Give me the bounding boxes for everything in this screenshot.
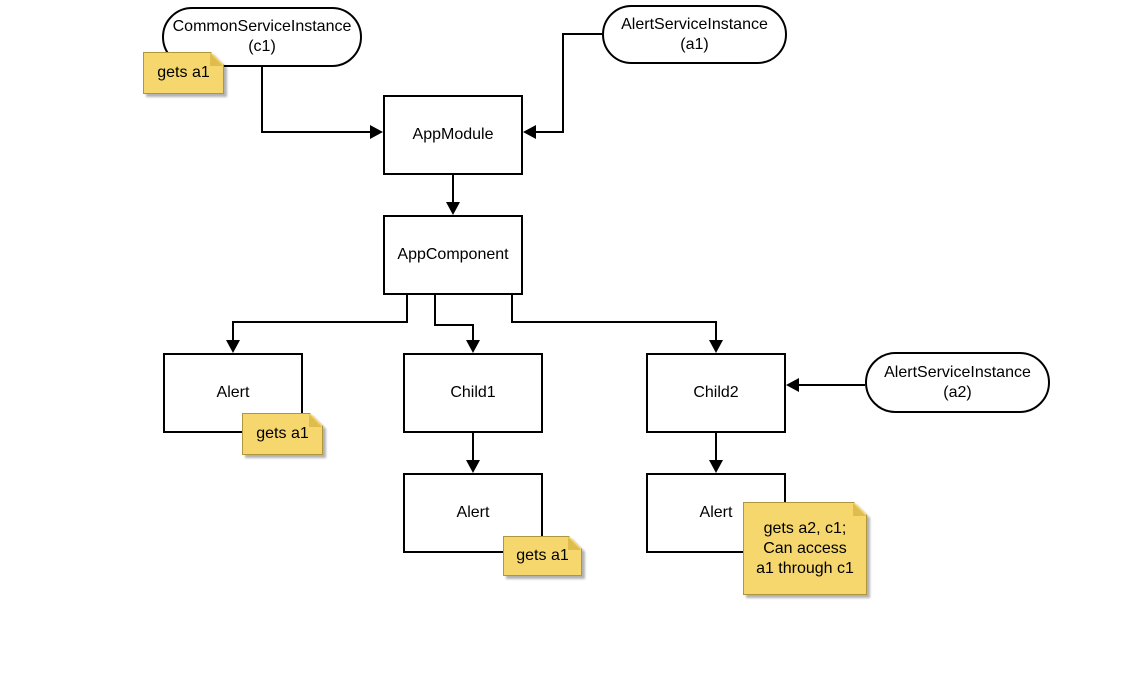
edge-segment [232, 321, 408, 323]
note-text: gets a1 [516, 547, 569, 564]
note-gets-a1-c1: gets a1 [143, 52, 224, 94]
node-sublabel: (a2) [943, 383, 972, 401]
sticky-note: gets a1 [503, 536, 582, 576]
sticky-note: gets a1 [242, 413, 323, 455]
edge-segment [472, 324, 474, 342]
edge-segment [562, 33, 602, 35]
arrowhead-down [709, 340, 723, 353]
arrowhead-down [709, 460, 723, 473]
node-label: Alert [216, 384, 250, 401]
edge-segment [511, 321, 717, 323]
note-text: gets a2, c1; Can access a1 through c1 [756, 519, 854, 577]
node-sublabel: (c1) [248, 38, 276, 55]
note-gets-a2-c1-alert-child2: gets a2, c1; Can access a1 through c1 [743, 502, 867, 595]
arrowhead-down [466, 340, 480, 353]
edge-segment [562, 33, 564, 133]
note-text: gets a1 [157, 64, 210, 81]
node-label: Child1 [450, 384, 496, 401]
edge-segment [406, 295, 408, 323]
edge-segment [715, 321, 717, 343]
node-label: Alert [456, 504, 490, 521]
edge-segment [511, 295, 513, 323]
node-label: AppComponent [397, 246, 509, 263]
node-app-component: AppComponent [383, 215, 523, 295]
note-gets-a1-alert-top: gets a1 [242, 413, 323, 455]
edge-segment [434, 324, 474, 326]
edge-segment [434, 295, 436, 326]
node-label: AppModule [412, 126, 494, 143]
node-label: AlertServiceInstance [884, 363, 1031, 381]
arrowhead-down [446, 202, 460, 215]
edge-segment [797, 384, 865, 386]
node-label: AlertServiceInstance [621, 15, 768, 33]
node-label: Alert [699, 504, 733, 521]
sticky-note: gets a1 [143, 52, 224, 94]
edge-segment [232, 321, 234, 343]
arrowhead-down [226, 340, 240, 353]
edge-segment [472, 433, 474, 462]
edge-segment [452, 175, 454, 205]
node-label: Child2 [693, 384, 739, 401]
arrowhead-right [370, 125, 383, 139]
note-text: gets a1 [256, 425, 309, 442]
edge-segment [261, 66, 263, 133]
edge-segment [261, 131, 371, 133]
arrowhead-left [523, 125, 536, 139]
node-alert-service-instance-a2: AlertServiceInstance (a2) [865, 352, 1050, 413]
node-child1: Child1 [403, 353, 543, 433]
note-gets-a1-alert-child1: gets a1 [503, 536, 582, 576]
edge-segment [536, 131, 564, 133]
node-child2: Child2 [646, 353, 786, 433]
sticky-note: gets a2, c1; Can access a1 through c1 [743, 502, 867, 595]
edge-segment [715, 433, 717, 462]
node-sublabel: (a1) [680, 35, 709, 53]
node-app-module: AppModule [383, 95, 523, 175]
arrowhead-left [786, 378, 799, 392]
node-label: CommonServiceInstance [172, 18, 352, 35]
arrowhead-down [466, 460, 480, 473]
node-alert-service-instance-a1: AlertServiceInstance (a1) [602, 5, 787, 64]
